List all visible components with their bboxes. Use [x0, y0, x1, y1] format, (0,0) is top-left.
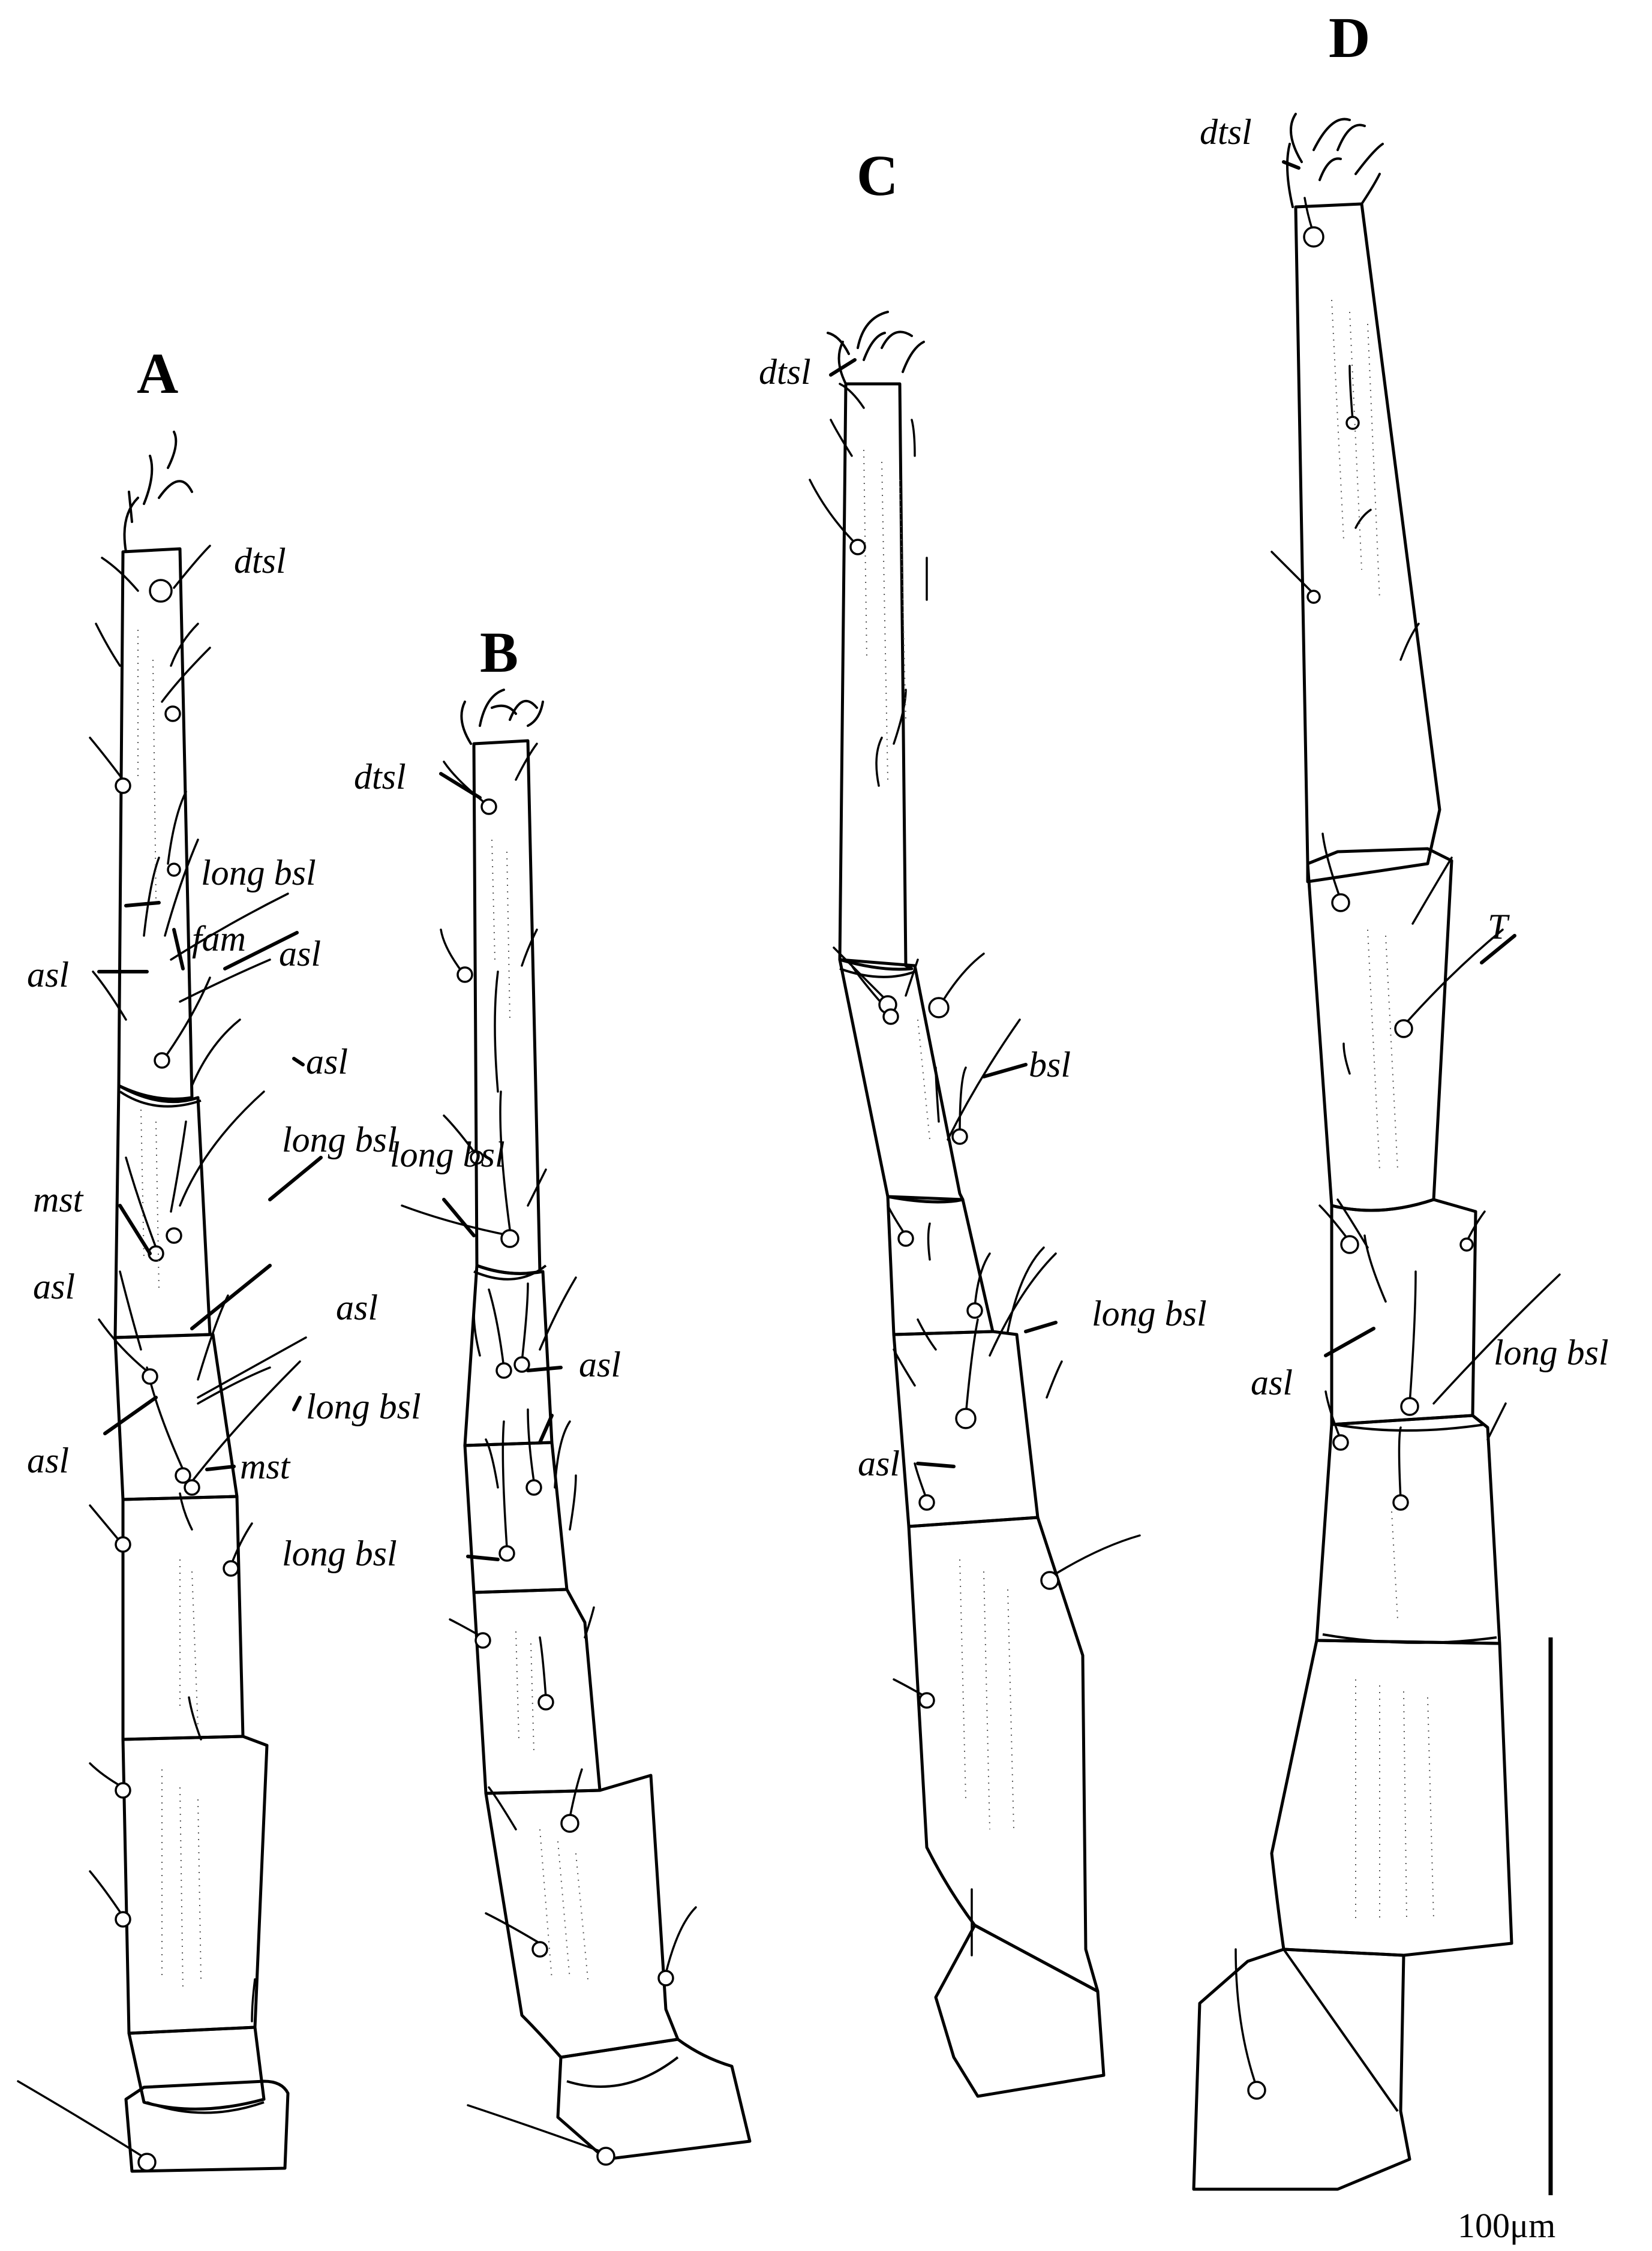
label-a-long-bsl-3: long bsl	[306, 1387, 421, 1426]
label-a-asl-5: asl	[336, 1288, 378, 1327]
panel-d-leg	[1192, 113, 1561, 2191]
label-a-mst-2: mst	[240, 1447, 291, 1486]
panel-d-labels: D dtsl T asl long bsl	[1200, 5, 1609, 1402]
label-b-long-bsl-1: long bsl	[390, 1135, 505, 1174]
label-a-asl-4: asl	[33, 1267, 75, 1306]
label-a-asl-2: asl	[279, 934, 321, 973]
label-b-long-bsl-2: long bsl	[282, 1534, 397, 1573]
panel-letter-b: B	[480, 620, 518, 684]
label-a-asl-1: asl	[27, 955, 69, 994]
panel-c-leg	[809, 311, 1141, 2098]
label-d-asl: asl	[1251, 1363, 1293, 1402]
panel-b-labels: B dtsl long bsl asl long bsl	[282, 620, 621, 1573]
label-d-t: T	[1488, 907, 1510, 946]
label-a-fam: fam	[192, 919, 246, 958]
panel-letter-a: A	[137, 341, 178, 405]
label-a-mst-1: mst	[33, 1180, 84, 1219]
label-a-asl-6: asl	[27, 1441, 69, 1480]
panel-letter-c: C	[857, 143, 898, 208]
panel-letter-d: D	[1329, 5, 1370, 70]
label-a-asl-3: asl	[306, 1042, 348, 1081]
label-c-dtsl: dtsl	[759, 352, 811, 392]
panel-a-labels: A dtsl long bsl fam asl asl asl long bsl…	[27, 341, 421, 1486]
label-a-dtsl: dtsl	[234, 541, 286, 581]
label-b-asl: asl	[579, 1345, 621, 1384]
scale-bar-group: 100μm	[1458, 1637, 1555, 2245]
panel-c-labels: C dtsl bsl long bsl asl	[759, 143, 1207, 1483]
label-b-dtsl: dtsl	[354, 757, 406, 797]
panel-a-leg	[17, 431, 323, 2173]
label-a-long-bsl-1: long bsl	[201, 853, 316, 892]
label-a-long-bsl-2: long bsl	[282, 1120, 397, 1159]
label-c-long-bsl: long bsl	[1092, 1294, 1207, 1333]
label-d-dtsl: dtsl	[1200, 112, 1252, 152]
label-c-asl: asl	[858, 1444, 900, 1483]
label-d-long-bsl: long bsl	[1494, 1333, 1609, 1372]
label-c-bsl: bsl	[1029, 1045, 1071, 1084]
panel-b-leg	[401, 689, 752, 2166]
scale-label: 100μm	[1458, 2206, 1555, 2245]
